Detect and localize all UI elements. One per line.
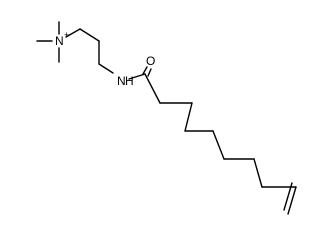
bond-vinyl-2 — [283, 182, 293, 211]
bond-n-c1 — [65, 28, 81, 38]
bond-nh-carbonyl — [128, 73, 146, 80]
bond-carbonyl-o-1 — [142, 66, 148, 75]
molecule-drawing: N + N H O — [36, 21, 297, 215]
ammonium-charge-label: + — [64, 30, 69, 40]
bond-chain-3 — [184, 102, 193, 132]
structure-canvas: N + N H O — [36, 21, 297, 215]
ammonium-nitrogen-label: N — [55, 34, 64, 48]
bond-vinyl-1 — [287, 186, 297, 215]
bond-chain-5 — [212, 130, 225, 160]
carbonyl-oxygen-label: O — [146, 54, 155, 68]
bond-chain-1 — [144, 73, 161, 104]
bond-c1-c2 — [79, 28, 100, 42]
bond-chain-7 — [253, 158, 263, 188]
bond-c3-nh — [98, 63, 114, 74]
amide-hydrogen-label: H — [125, 74, 134, 88]
amide-nitrogen-label: N — [117, 74, 126, 88]
bond-carbonyl-o-2 — [147, 68, 152, 77]
